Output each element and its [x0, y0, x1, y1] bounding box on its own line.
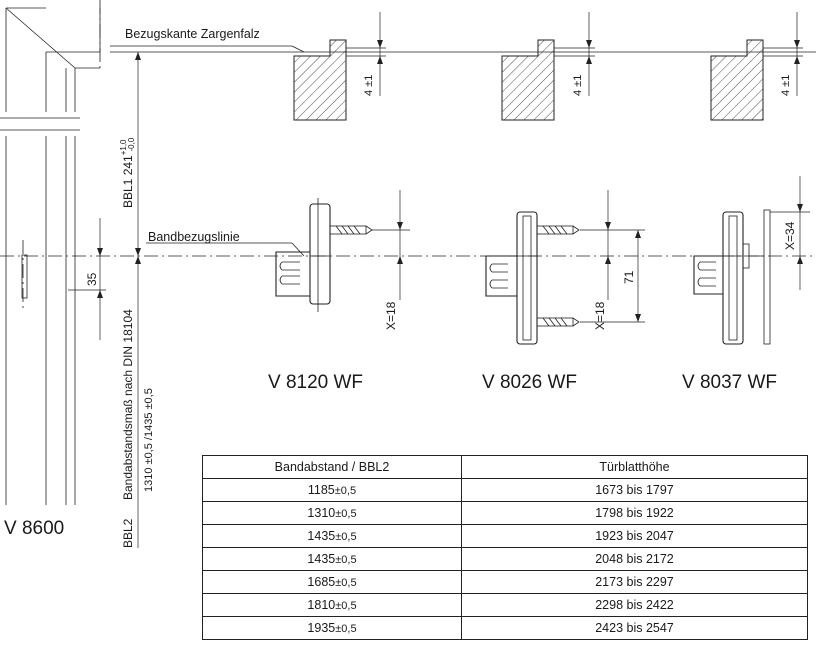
- dim-x34-label: X=34: [783, 221, 797, 250]
- bandabstand-table: Bandabstand / BBL2 Türblatthöhe 1185±0,5…: [202, 455, 808, 640]
- bbl1-dimension: [135, 52, 141, 256]
- cell-height: 2048 bis 2172: [461, 547, 808, 571]
- v8600-label: V 8600: [4, 518, 64, 539]
- dim-35-label: 35: [85, 272, 99, 286]
- header-tuerblatthoehe: Türblatthöhe: [461, 455, 808, 479]
- hinge-v8120: [275, 198, 373, 312]
- table-row: 1435±0,5 2048 bis 2172: [202, 547, 808, 571]
- product-name-1: V 8120 WF: [268, 372, 363, 393]
- dim-x18-2: [580, 190, 645, 300]
- cell-bbl2: 1185±0,5: [202, 478, 462, 502]
- table-row: 1810±0,5 2298 bis 2422: [202, 593, 808, 617]
- dim-4-label-1: 4 ±1: [363, 75, 375, 96]
- bbl2-dimension: [135, 256, 141, 548]
- cell-bbl2: 1435±0,5: [202, 547, 462, 571]
- cell-height: 1798 bis 1922: [461, 501, 808, 525]
- reference-lines: [0, 45, 816, 257]
- cell-height: 1923 bis 2047: [461, 524, 808, 548]
- frame-profile-v8600: [0, 0, 101, 505]
- dim-4-label-3: 4 ±1: [780, 75, 792, 96]
- bezugskante-label: Bezugskante Zargenfalz: [125, 27, 260, 41]
- cell-height: 2173 bis 2297: [461, 570, 808, 594]
- dim-x18-1: [372, 190, 410, 300]
- bbl1-label: BBL1 241+1,0-0,0: [119, 137, 136, 208]
- product-name-2: V 8026 WF: [482, 372, 577, 393]
- frame-section-2: [501, 39, 555, 121]
- bandbezugslinie-label: Bandbezugslinie: [148, 230, 240, 244]
- dim-71-label: 71: [622, 270, 636, 284]
- bbl2-label: BBL2: [121, 518, 135, 548]
- frame-section-3: [710, 39, 764, 121]
- product-name-3: V 8037 WF: [682, 372, 777, 393]
- dim-x18-label-1: X=18: [384, 301, 398, 330]
- header-bandabstand: Bandabstand / BBL2: [202, 455, 462, 479]
- cell-height: 2298 bis 2422: [461, 593, 808, 617]
- dim-35: [68, 218, 106, 340]
- cell-height: 1673 bis 1797: [461, 478, 808, 502]
- dim-4-group: [346, 12, 803, 96]
- dim-x34: [770, 176, 810, 290]
- table-row: 1935±0,5 2423 bis 2547: [202, 616, 808, 640]
- cell-bbl2: 1810±0,5: [202, 593, 462, 617]
- cell-height: 2423 bis 2547: [461, 616, 808, 640]
- cell-bbl2: 1435±0,5: [202, 524, 462, 548]
- dim-4-label-2: 4 ±1: [572, 75, 584, 96]
- cell-bbl2: 1935±0,5: [202, 616, 462, 640]
- dim-71: [580, 230, 645, 323]
- table-row: 1310±0,5 1798 bis 1922: [202, 501, 808, 525]
- table-row: 1185±0,5 1673 bis 1797: [202, 478, 808, 502]
- cell-bbl2: 1685±0,5: [202, 570, 462, 594]
- bandabstand-label: Bandabstandsmaß nach DIN 18104: [121, 309, 135, 500]
- hinge-v8037: [693, 209, 771, 345]
- table-header-row: Bandabstand / BBL2 Türblatthöhe: [202, 455, 808, 479]
- table-row: 1685±0,5 2173 bis 2297: [202, 570, 808, 594]
- table-row: 1435±0,5 1923 bis 2047: [202, 524, 808, 548]
- cell-bbl2: 1310±0,5: [202, 501, 462, 525]
- bbl2-values-label: 1310 ±0,5 /1435 ±0,5: [143, 388, 155, 492]
- dim-x18-label-2: X=18: [593, 301, 607, 330]
- frame-section-1: [293, 39, 347, 121]
- hinge-v8026: [485, 211, 580, 345]
